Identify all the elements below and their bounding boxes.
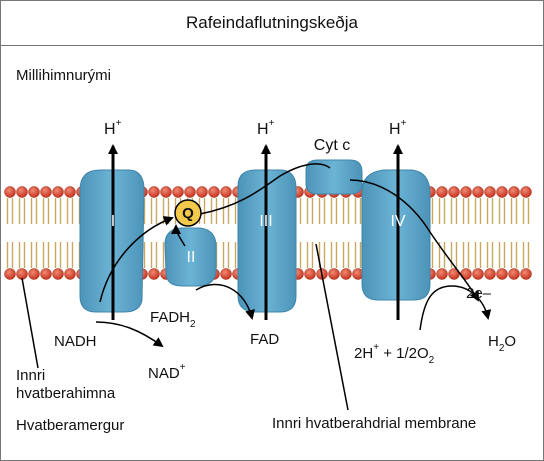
proton-label-i: H+: [104, 118, 122, 138]
lipid-head: [472, 186, 484, 198]
proton-charge: +: [116, 118, 122, 129]
cristae-membrane-label: Innri hvatberahdrial membrane: [272, 415, 476, 432]
oxygen-eq-h: 2H: [354, 345, 373, 362]
oxygen-eq-subscript: 2: [429, 355, 435, 366]
lipid-head: [40, 186, 52, 198]
water-h: H: [488, 333, 499, 350]
leader-lines: [21, 243, 349, 411]
proton-charge: +: [401, 118, 407, 129]
lipid-head: [4, 186, 16, 198]
lipid-head: [64, 186, 76, 198]
electron-path: [99, 163, 479, 303]
lipid-head: [148, 186, 160, 198]
lipid-head: [340, 268, 352, 280]
lipid-head: [148, 268, 160, 280]
matrix-label: Hvatberamergur: [16, 417, 124, 434]
lipid-head: [220, 268, 232, 280]
lipid-head: [496, 186, 508, 198]
inner-membrane-leader: [21, 277, 39, 369]
cristae-membrane-leader: [315, 243, 349, 411]
lipid-head: [16, 186, 28, 198]
lipid-head: [52, 268, 64, 280]
lipid-head: [436, 186, 448, 198]
water-label: H2O: [488, 333, 516, 354]
nad-charge: +: [180, 362, 186, 373]
proton-arrows: [108, 144, 403, 320]
lipid-head: [64, 268, 76, 280]
fadh2-subscript: 2: [190, 319, 196, 330]
water-subscript: 2: [499, 343, 505, 354]
complex-iii-label: III: [259, 213, 272, 230]
oxygen-equation-label: 2H+ + 1/2O2: [354, 342, 435, 366]
electron-path-ii-to-q: [171, 224, 186, 247]
lipid-head: [508, 268, 520, 280]
proton-charge: +: [269, 118, 275, 129]
oxygen-to-water-arrow: [419, 285, 492, 331]
lipid-head: [460, 186, 472, 198]
lipid-head: [208, 186, 220, 198]
fad-label: FAD: [250, 331, 279, 348]
ubiquinone-q: [174, 199, 202, 227]
lipid-head: [28, 268, 40, 280]
lipid-head: [472, 268, 484, 280]
lipid-head: [304, 268, 316, 280]
lipid-head: [220, 186, 232, 198]
lipid-head: [508, 186, 520, 198]
lipid-head: [160, 186, 172, 198]
lipid-head: [328, 268, 340, 280]
fadh2-to-fad-arrow: [195, 283, 255, 320]
ubiquinone-label: Q: [182, 205, 194, 222]
complex-iv: [361, 169, 431, 301]
lipid-head: [484, 186, 496, 198]
lipid-head: [28, 186, 40, 198]
inner-membrane-label-line1: Innri: [16, 367, 45, 384]
fadh2-base: FADH: [150, 309, 190, 326]
nad-label: NAD+: [148, 362, 186, 382]
water-o: O: [504, 333, 516, 350]
complex-i-label: I: [111, 213, 115, 230]
lipid-head: [448, 186, 460, 198]
lipid-head: [520, 268, 532, 280]
inner-membrane-label-line2: hvatberahimna: [16, 385, 116, 402]
electron-path-cytc-to-iv: [349, 179, 479, 302]
proton-label-iv: H+: [389, 118, 407, 138]
nadh-to-nad-arrow: [95, 321, 164, 348]
nadh-label: NADH: [54, 333, 97, 350]
proton-label-iii: H+: [257, 118, 275, 138]
diagram-title: Rafeindaflutningskeðja: [1, 1, 543, 46]
lipid-head: [184, 186, 196, 198]
fadh2-label: FADH2: [150, 309, 196, 330]
lipid-head: [4, 268, 16, 280]
complex-ii-label: II: [187, 249, 196, 266]
oxygen-eq-rest: + 1/2O: [379, 345, 429, 362]
proton-symbol: H: [389, 121, 401, 138]
electron-path-q-to-cytc: [199, 163, 331, 215]
lipid-head: [496, 268, 508, 280]
lipid-head: [40, 268, 52, 280]
proton-symbol: H: [257, 121, 269, 138]
proton-symbol: H: [104, 121, 116, 138]
cytochrome-c-label: Cyt c: [314, 137, 350, 154]
lipid-head: [520, 186, 532, 198]
nad-base: NAD: [148, 365, 180, 382]
lipid-head: [16, 268, 28, 280]
electron-path-i-to-q: [99, 216, 174, 303]
lipid-head: [484, 268, 496, 280]
lipid-head: [52, 186, 64, 198]
intermembrane-space-label: Millihimnurými: [16, 67, 111, 84]
cytochrome-c: [305, 159, 363, 195]
lipid-head: [196, 186, 208, 198]
lipid-head: [460, 268, 472, 280]
complex-iv-label: IV: [390, 213, 405, 230]
two-electrons-label: 2e–: [466, 285, 492, 302]
reaction-arrows: [95, 283, 492, 348]
oxygen-eq-charge: +: [373, 342, 379, 353]
lipid-head: [172, 186, 184, 198]
lipid-head: [436, 268, 448, 280]
